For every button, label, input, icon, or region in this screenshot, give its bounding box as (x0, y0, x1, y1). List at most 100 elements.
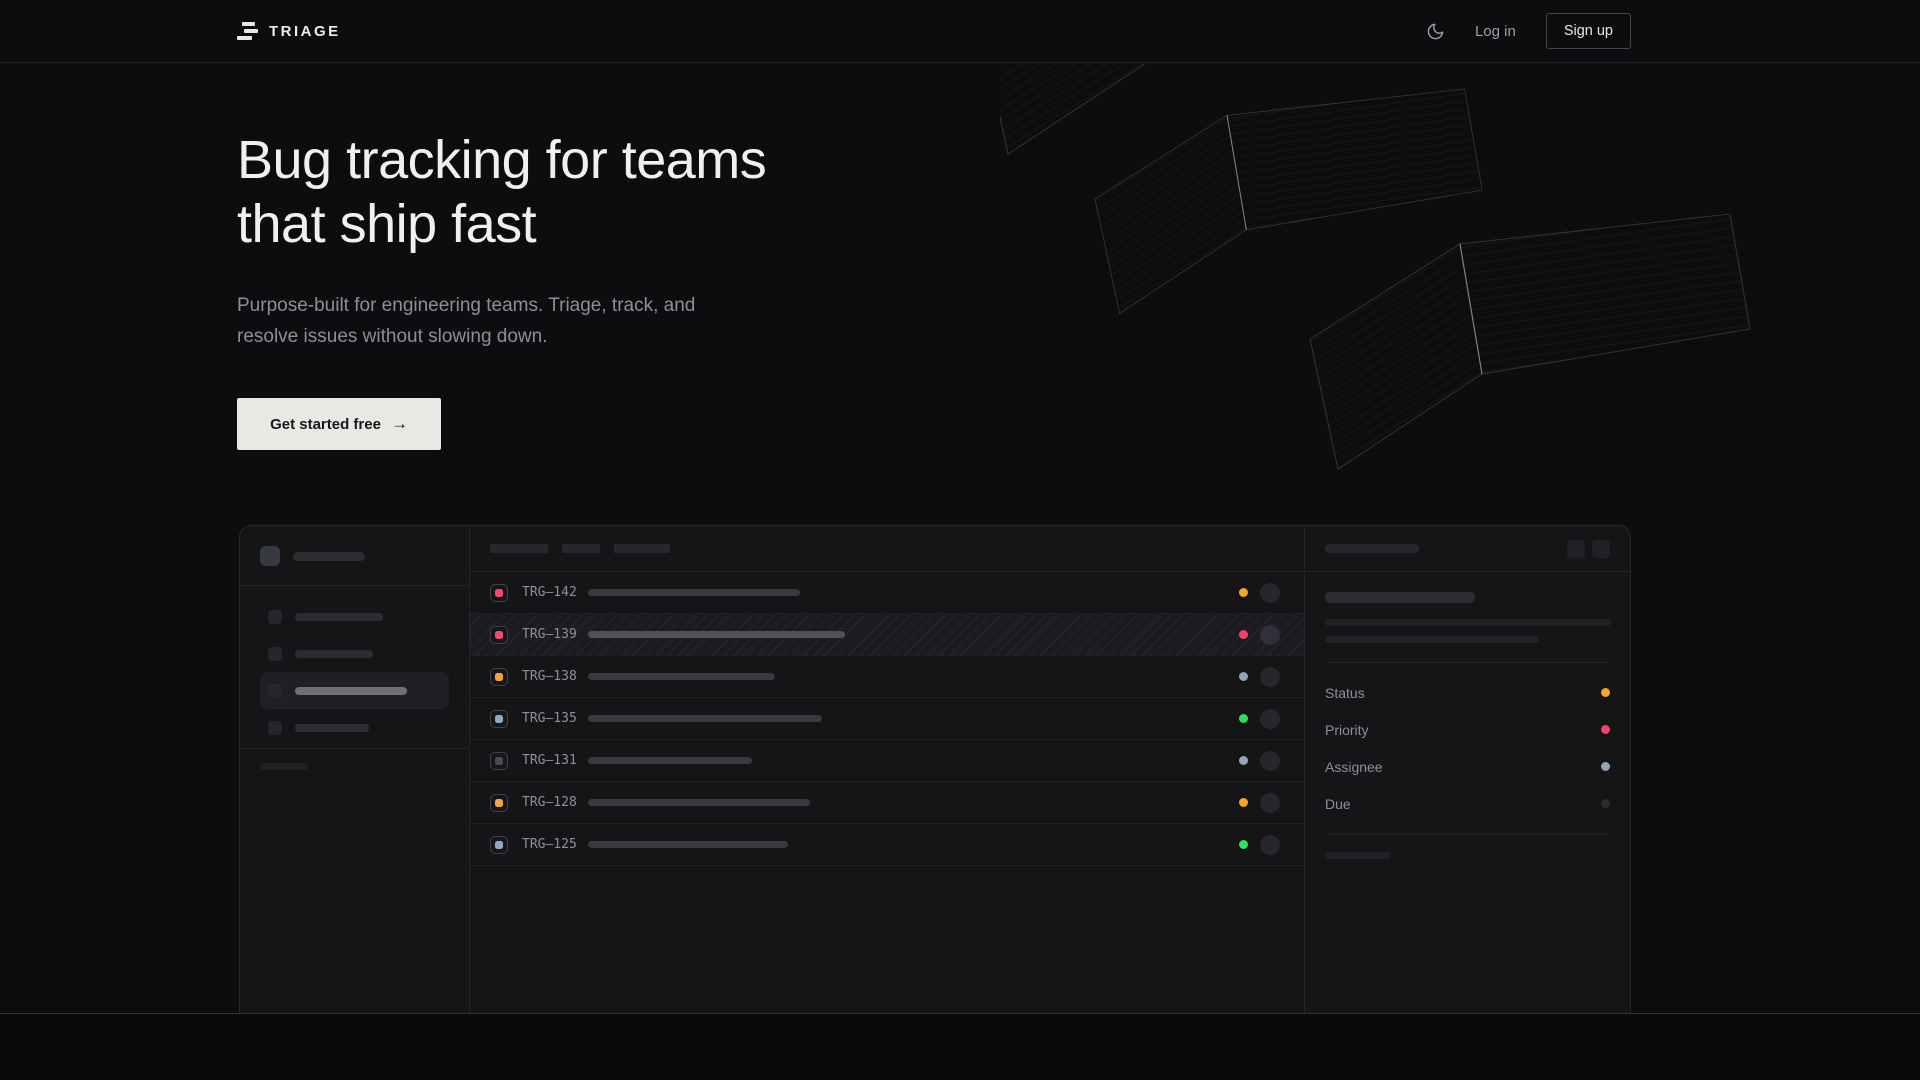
arrow-right-icon: → (390, 414, 408, 433)
assignee-avatar (1260, 750, 1280, 771)
panel-actions (1567, 539, 1610, 558)
get-started-label: Get started free (270, 415, 381, 433)
issue-id: TRG–142 (522, 585, 577, 600)
issue-row-meta (1239, 750, 1280, 771)
sidebar-divider (240, 585, 469, 586)
issue-type-icon-inner (495, 588, 503, 597)
nav-item-icon (268, 720, 282, 735)
signup-button[interactable]: Sign up (1545, 13, 1631, 49)
field-value-dot (1601, 799, 1610, 808)
issue-row-meta (1239, 792, 1280, 813)
issue-row-meta (1239, 624, 1280, 645)
detail-panel-header (1305, 526, 1630, 572)
issue-type-icon (490, 793, 508, 812)
issue-title-skeleton (588, 715, 822, 722)
issue-fields: Status Priority Assignee Due (1325, 674, 1610, 822)
sidebar-nav-item-active (260, 672, 449, 709)
toolbar-pill-skeleton (490, 544, 548, 553)
wire-slab-bottom-right (1309, 213, 1751, 470)
activity-label-skeleton (1325, 852, 1391, 859)
assignee-avatar (1260, 792, 1280, 813)
hero-subtitle-line1: Purpose-built for engineering teams. Tri… (237, 295, 696, 316)
issue-title-skeleton (1325, 592, 1475, 603)
status-dot (1239, 798, 1248, 807)
issue-id: TRG–138 (522, 669, 577, 684)
issue-desc-skeleton (1325, 636, 1539, 643)
panel-divider (1325, 662, 1610, 663)
issue-list-panel: TRG–142 TRG–139 TRG–138 TRG–1 (470, 526, 1304, 1014)
status-dot (1239, 630, 1248, 639)
brand-logo[interactable]: TRIAGE (237, 22, 341, 40)
issue-id: TRG–135 (522, 711, 577, 726)
workspace-switcher (260, 546, 449, 566)
issue-type-icon (490, 625, 508, 644)
issue-title-skeleton (588, 841, 788, 848)
hero-title: Bug tracking for teams that ship fast (237, 128, 767, 256)
nav-item-skeleton (295, 612, 383, 621)
issue-type-icon (490, 709, 508, 728)
issue-row-meta (1239, 834, 1280, 855)
issue-desc-skeleton (1325, 619, 1611, 626)
panel-title-skeleton (1325, 544, 1419, 553)
get-started-button[interactable]: Get started free → (237, 398, 441, 450)
assignee-avatar (1260, 624, 1280, 645)
assignee-avatar (1260, 666, 1280, 687)
nav-item-icon (268, 609, 282, 624)
workspace-avatar (260, 546, 280, 566)
issue-id: TRG–125 (522, 837, 577, 852)
status-dot (1239, 714, 1248, 723)
toolbar-pill-skeleton (562, 544, 600, 553)
issue-type-icon (490, 751, 508, 770)
status-dot (1239, 588, 1248, 597)
issue-type-icon-inner (495, 798, 503, 807)
sidebar-nav-item (260, 598, 449, 635)
issue-row: TRG–125 (470, 824, 1304, 866)
hero-subtitle-line2: resolve issues without slowing down. (237, 326, 548, 347)
sidebar-nav-item (260, 709, 449, 746)
mockup-sidebar (240, 526, 470, 1014)
issue-id: TRG–128 (522, 795, 577, 810)
assignee-avatar (1260, 708, 1280, 729)
issue-field-row: Status (1325, 674, 1610, 711)
issue-type-icon-inner (495, 714, 503, 723)
issue-row: TRG–131 (470, 740, 1304, 782)
wireframe-decor-graphic (1000, 64, 1751, 470)
app-mockup-window: TRG–142 TRG–139 TRG–138 TRG–1 (239, 525, 1631, 1014)
wire-slab-middle (1094, 88, 1483, 315)
issue-field-row: Priority (1325, 711, 1610, 748)
hero-title-line1: Bug tracking for teams (237, 130, 767, 190)
navbar-actions: Log in Sign up (1426, 13, 1631, 49)
status-dot (1239, 672, 1248, 681)
field-label: Assignee (1325, 758, 1383, 775)
issue-type-icon-inner (495, 840, 503, 849)
sidebar-section-label-skeleton (260, 763, 308, 770)
issue-type-icon (490, 667, 508, 686)
nav-item-icon (268, 646, 282, 661)
login-link[interactable]: Log in (1474, 22, 1516, 40)
issue-row: TRG–128 (470, 782, 1304, 824)
field-label: Due (1325, 795, 1351, 812)
hero-title-line2: that ship fast (237, 194, 537, 254)
theme-toggle[interactable] (1426, 22, 1445, 41)
issue-title-skeleton (588, 757, 752, 764)
issue-row-meta (1239, 666, 1280, 687)
panel-action-icon (1592, 539, 1610, 558)
issue-field-row: Due (1325, 785, 1610, 822)
issue-row: TRG–138 (470, 656, 1304, 698)
detail-panel-body: Status Priority Assignee Due (1305, 572, 1630, 879)
status-dot (1239, 840, 1248, 849)
triage-bars-icon (237, 22, 258, 40)
issue-row: TRG–139 (470, 614, 1304, 656)
brand-name: TRIAGE (269, 22, 341, 40)
issue-row-meta (1239, 708, 1280, 729)
status-dot (1239, 756, 1248, 765)
assignee-avatar (1260, 834, 1280, 855)
issue-type-icon (490, 583, 508, 602)
issue-title-skeleton (588, 799, 810, 806)
issue-type-icon-inner (495, 756, 503, 765)
issue-field-row: Assignee (1325, 748, 1610, 785)
issue-list: TRG–142 TRG–139 TRG–138 TRG–1 (470, 572, 1304, 866)
issue-type-icon-inner (495, 630, 503, 639)
wire-slab-top-left (1000, 64, 1146, 155)
